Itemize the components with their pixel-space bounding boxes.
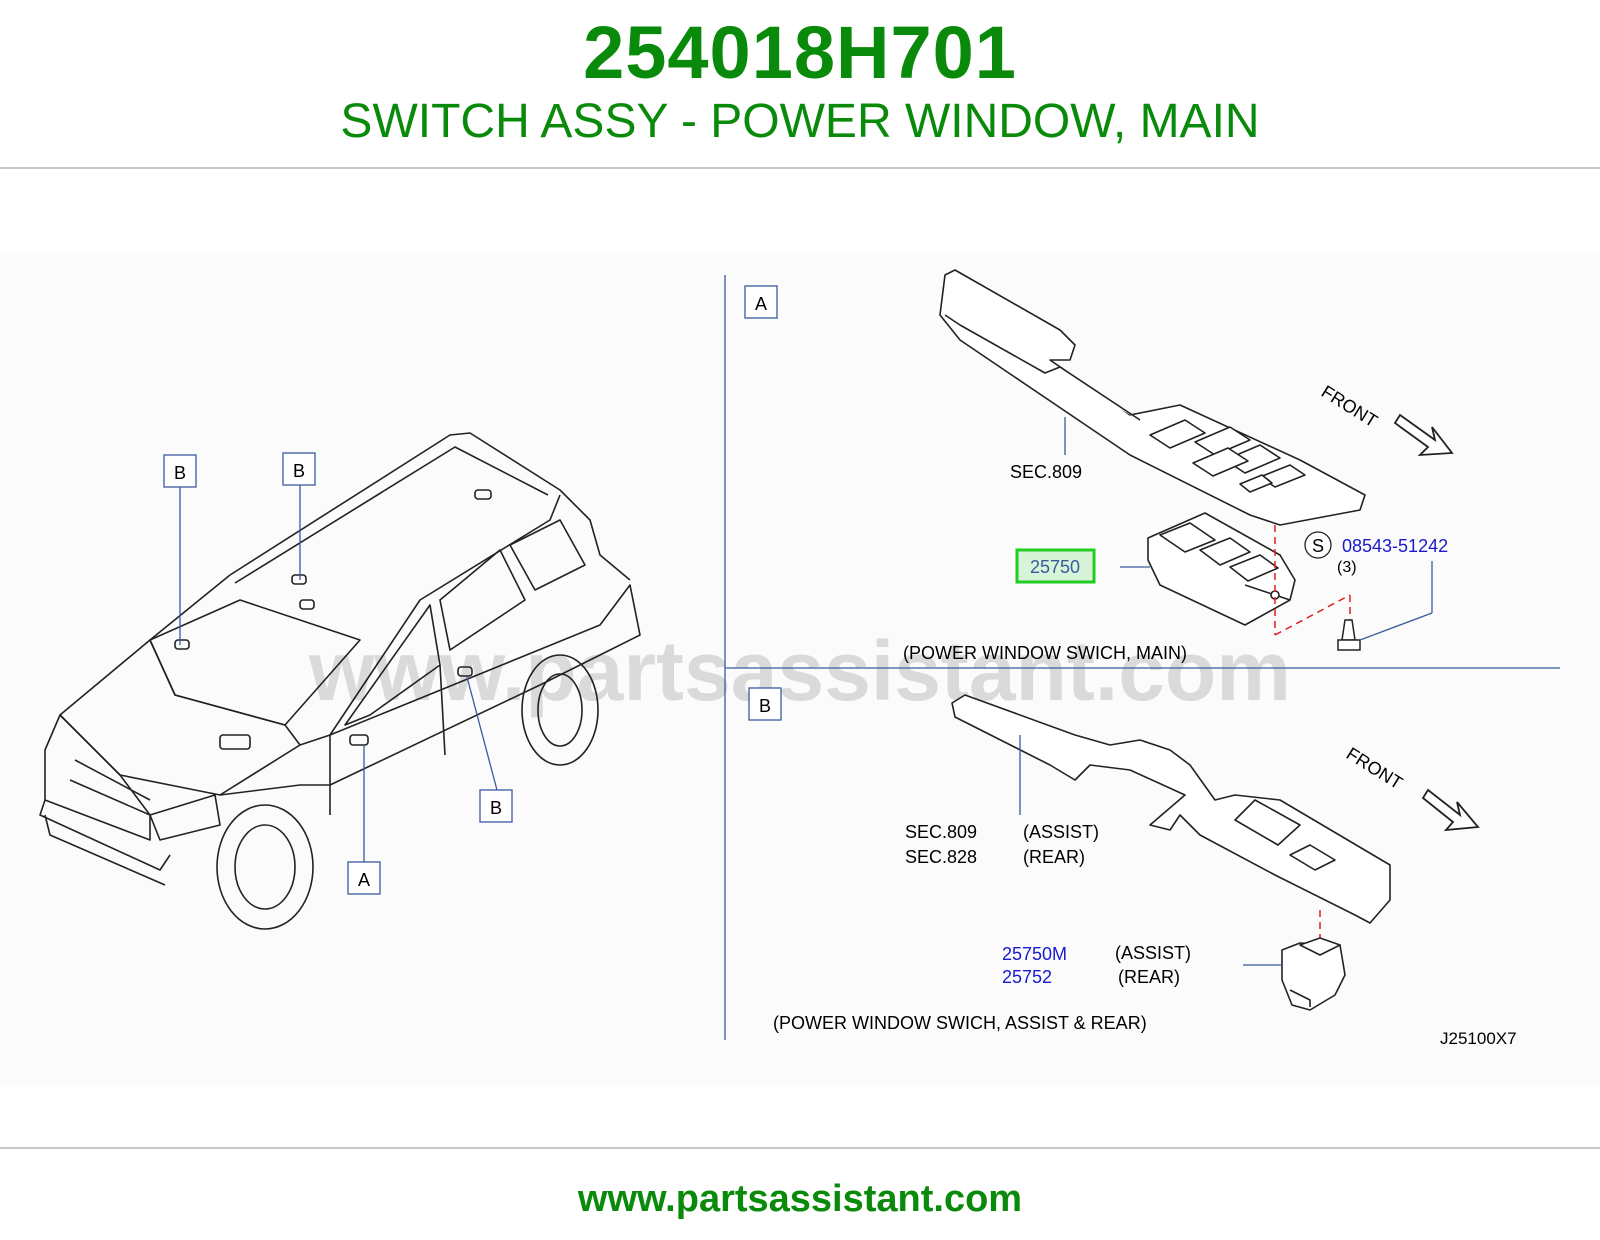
callout-b-1-label: B xyxy=(174,463,186,483)
footer-url-link[interactable]: www.partsassistant.com xyxy=(577,1178,1023,1220)
section-b-sec-1-desc: (ASSIST) xyxy=(1023,822,1099,842)
main-part-number[interactable]: 25750 xyxy=(1030,557,1080,577)
section-b-front-label: FRONT xyxy=(1343,743,1406,793)
section-a: A SEC.809 FRONT xyxy=(744,269,1454,663)
section-a-front-arrow-icon xyxy=(1393,413,1454,457)
part-name-subtitle: SWITCH ASSY - POWER WINDOW, MAIN xyxy=(340,95,1260,148)
callout-b-3: B xyxy=(466,676,513,823)
screw-part-number[interactable]: 08543-51242 xyxy=(1342,536,1448,556)
section-b-front-arrow-icon xyxy=(1421,788,1480,832)
section-a-sec-ref: SEC.809 xyxy=(1010,462,1082,482)
rear-part-number[interactable]: 25752 xyxy=(1002,967,1052,987)
screw-quantity: (3) xyxy=(1337,559,1357,576)
watermark-text: www.partsassistant.com xyxy=(308,624,1291,718)
section-b-sec-2: SEC.828 xyxy=(905,847,977,867)
screw-symbol-circle xyxy=(1304,531,1332,559)
callout-a-label: A xyxy=(358,870,370,890)
diagram-code: J25100X7 xyxy=(1440,1029,1517,1048)
armrest-panel-a xyxy=(939,269,1366,526)
callout-b-2-label: B xyxy=(293,461,305,481)
diagram-svg: www.partsassistant.com xyxy=(39,269,1560,1048)
assist-part-desc: (ASSIST) xyxy=(1115,943,1191,963)
main-part-highlight[interactable] xyxy=(1015,548,1096,584)
section-b-tag: B xyxy=(759,696,771,716)
assist-part-number[interactable]: 25750M xyxy=(1002,944,1067,964)
parts-diagram: www.partsassistant.com xyxy=(0,255,1600,1085)
assist-switch-module xyxy=(1281,937,1346,1011)
section-a-tag: A xyxy=(755,294,767,314)
armrest-panel-b xyxy=(951,694,1391,924)
callout-b-1: B xyxy=(163,454,197,645)
header-divider xyxy=(0,167,1600,169)
section-a-dashed-guide xyxy=(1274,525,1351,636)
screw-symbol: S xyxy=(1312,536,1324,556)
page-header: 254018H701 SWITCH ASSY - POWER WINDOW, M… xyxy=(0,0,1600,168)
screw-icon xyxy=(1337,619,1361,651)
callout-b-3-label: B xyxy=(490,798,502,818)
section-b-sec-2-desc: (REAR) xyxy=(1023,847,1085,867)
rear-part-desc: (REAR) xyxy=(1118,967,1180,987)
section-a-caption: (POWER WINDOW SWICH, MAIN) xyxy=(903,643,1187,663)
part-number-title: 254018H701 xyxy=(583,11,1017,94)
section-b-caption: (POWER WINDOW SWICH, ASSIST & REAR) xyxy=(773,1013,1147,1033)
section-b: B SEC.809 (ASSIST) SEC.828 (REAR) FRONT xyxy=(748,687,1517,1048)
main-switch-module xyxy=(1147,512,1296,626)
footer-divider xyxy=(0,1147,1600,1149)
callout-a: A xyxy=(347,745,381,895)
section-b-sec-1: SEC.809 xyxy=(905,822,977,842)
callout-b-2: B xyxy=(282,452,316,580)
section-a-front-label: FRONT xyxy=(1318,381,1381,431)
vehicle-illustration xyxy=(39,432,641,930)
